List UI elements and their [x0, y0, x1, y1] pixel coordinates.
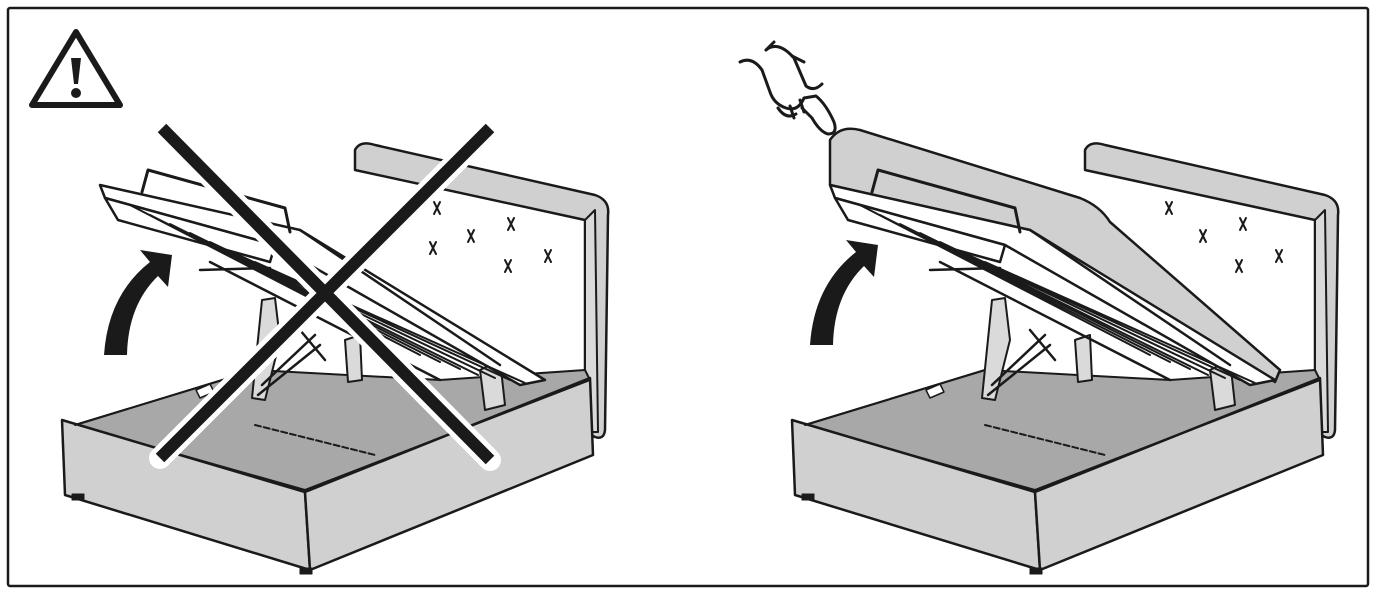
warning-triangle-icon [29, 29, 123, 108]
panel-incorrect [29, 29, 610, 576]
cross-out-mark [149, 117, 501, 471]
panel-correct [738, 40, 1340, 576]
headboard-tufts-right [1165, 201, 1283, 273]
upholstered-lid-panel [828, 127, 1282, 384]
lift-arrow-right [810, 240, 878, 345]
headboard-tufts-left [429, 201, 552, 273]
lift-arrow-left [104, 250, 172, 355]
hand-pointing-icon [738, 40, 837, 136]
